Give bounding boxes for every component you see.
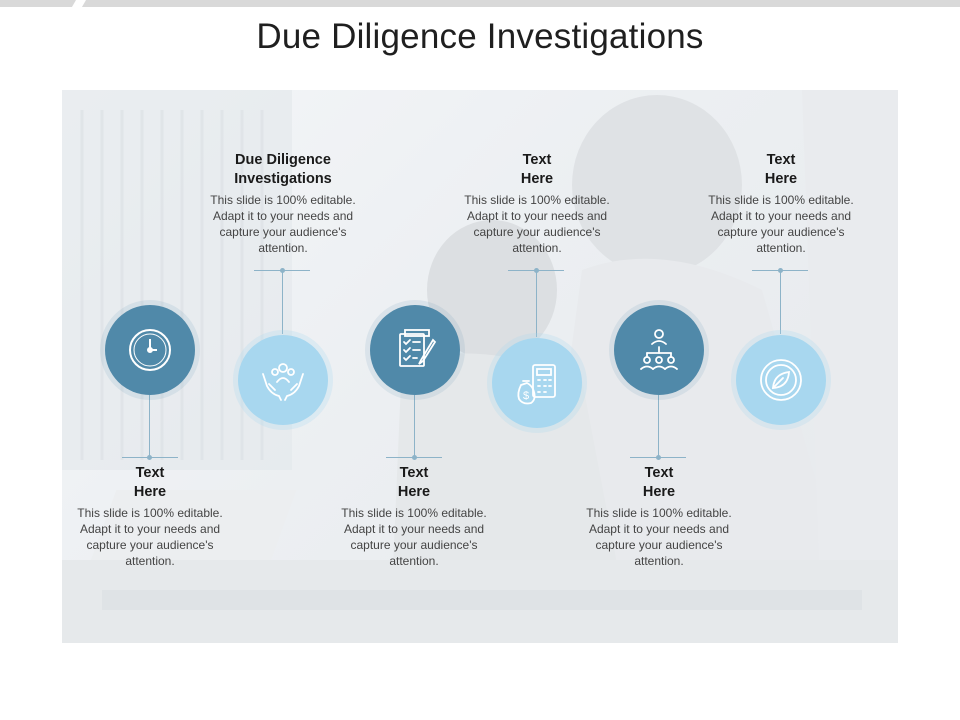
connector-3-dot [412,455,417,460]
team-hierarchy-circle [614,305,704,395]
item-3-body: This slide is 100% editable. Adapt it to… [341,506,487,568]
item-4-body: This slide is 100% editable. Adapt it to… [464,193,610,255]
leaf-gauge-icon [760,359,802,401]
slide-title: Due Diligence Investigations [256,17,704,56]
checklist-circle [370,305,460,395]
money-calculator-icon: $ [517,364,556,405]
leaf-gauge-circle [736,335,826,425]
hands-people-icon [262,363,304,401]
checklist-pen-icon [399,329,437,367]
connector-3 [414,395,415,457]
clock-circle [105,305,195,395]
item-5-body: This slide is 100% editable. Adapt it to… [586,506,732,568]
team-hierarchy-icon [640,329,678,370]
clock-icon [129,329,171,371]
connector-5-dot [656,455,661,460]
connector-4-dot [534,268,539,273]
item-1-body: This slide is 100% editable. Adapt it to… [77,506,223,568]
item-2-body: This slide is 100% editable. Adapt it to… [210,193,356,255]
item-6-body: This slide is 100% editable. Adapt it to… [708,193,854,255]
connector-5 [658,395,659,457]
hands-people-circle [238,335,328,425]
top-bar [0,0,960,7]
money-calculator-circle: $ [492,338,582,428]
connector-1-dot [147,455,152,460]
svg-text:$: $ [523,390,529,402]
connector-2-dot [280,268,285,273]
connector-4 [536,270,537,337]
connector-6 [780,270,781,334]
connector-1 [149,395,150,457]
connector-6-dot [778,268,783,273]
connector-2 [282,270,283,334]
